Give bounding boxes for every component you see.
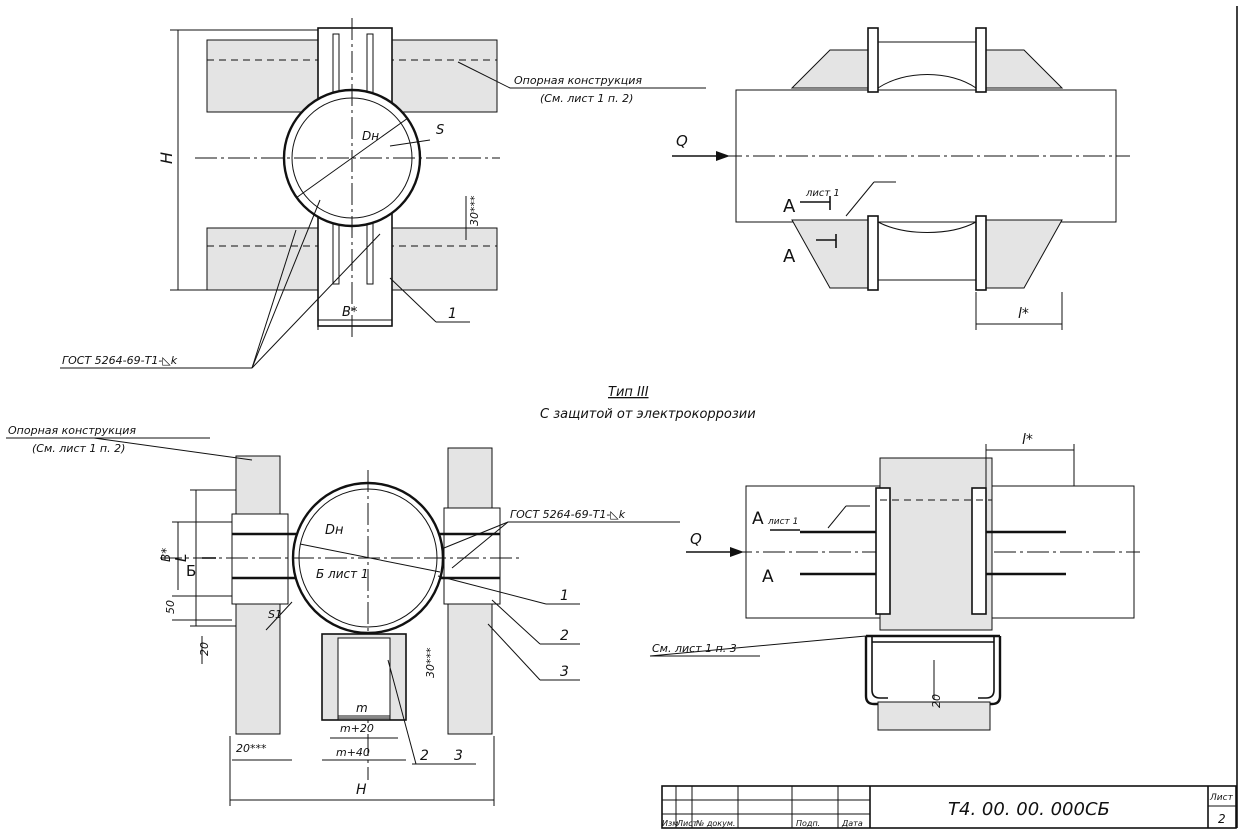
gost-label-bottom: ГОСТ 5264-69-Т1-◺k	[510, 508, 626, 521]
section-b-mark: Б	[186, 562, 196, 580]
label-50: 50	[164, 600, 177, 614]
callout-1-top: 1	[448, 306, 457, 322]
type-subtitle: С защитой от электрокоррозии	[540, 407, 756, 422]
section-b-sheet: Б лист 1	[316, 567, 369, 581]
top-right-view: Q A лист 1 A l*	[672, 27, 1130, 330]
sheet-label: Лист	[1209, 793, 1234, 803]
col-list: Лист	[676, 819, 698, 828]
title-block: Изм Лист № докум. Подп. Дата Т4. 00. 00.…	[661, 785, 1237, 829]
label-l-star-bottom: l*	[1022, 432, 1033, 448]
bottom-left-view: Dн Б лист 1 L B* Б 50 20 S1 30*** m	[6, 424, 680, 806]
support-ref-top: (См. лист 1 п. 2)	[540, 92, 633, 105]
gusset-ul	[790, 49, 869, 89]
label-m20: m+20	[340, 722, 374, 735]
label-s: S	[436, 123, 444, 138]
label-q-bottom: Q	[690, 530, 702, 548]
label-dn-top: Dн	[362, 129, 379, 143]
gusset-lr	[985, 219, 1063, 289]
label-20-stars: 20***	[236, 742, 267, 755]
col-izm: Изм	[662, 819, 678, 828]
support-ref-bottom: (См. лист 1 п. 2)	[32, 442, 125, 455]
label-m40: m+40	[336, 746, 370, 759]
label-20: 20	[198, 642, 211, 656]
support-label-top: Опорная конструкция	[514, 74, 642, 87]
callout-2-bottom-right: 2	[560, 628, 569, 644]
q-arrow-top	[716, 151, 730, 161]
label-s1: S1	[268, 608, 282, 621]
label-q-top: Q	[676, 132, 688, 150]
label-l-star-top: l*	[1018, 306, 1029, 322]
section-a-lower: A	[783, 246, 796, 267]
col-doc: № докум.	[695, 819, 735, 828]
section-a-bottom-upper: A	[752, 509, 764, 529]
label-h-bottom: H	[356, 782, 367, 798]
label-30-bottom: 30***	[424, 647, 437, 678]
callout-2-bottom: 2	[420, 748, 429, 764]
label-30-top: 30***	[468, 195, 481, 226]
sheet-number: 2	[1218, 812, 1226, 826]
callout-3-bottom-right: 3	[560, 664, 569, 680]
section-a-bottom-sheet: лист 1	[767, 517, 798, 527]
label-m: m	[356, 701, 368, 715]
gost-label-top: ГОСТ 5264-69-Т1-◺k	[62, 354, 178, 367]
label-b-star-top: B*	[342, 305, 358, 320]
type-title: Тип III	[608, 385, 649, 400]
gusset-ll	[791, 219, 869, 289]
section-a-sheet: лист 1	[805, 188, 840, 199]
label-h-top: H	[157, 152, 176, 164]
col-date: Дата	[841, 819, 863, 828]
see-sheet-label: См. лист 1 п. 3	[652, 642, 737, 655]
label-20-clamp: 20	[930, 694, 943, 708]
label-dn-bottom: Dн	[325, 523, 344, 538]
callout-3-bottom: 3	[454, 748, 463, 764]
section-a-upper: A	[783, 196, 796, 217]
callout-1-bottom: 1	[560, 588, 569, 604]
col-sign: Подп.	[796, 819, 820, 828]
gusset-ur	[985, 49, 1064, 89]
label-l: L	[172, 554, 190, 562]
top-left-view: Dн S H B* 30*** 1 Опорная конструкция (С…	[60, 18, 706, 369]
support-label-bottom: Опорная конструкция	[8, 424, 136, 437]
label-b-star-bottom: B*	[159, 548, 173, 562]
section-a-bottom-lower: A	[762, 567, 774, 587]
drawing-code: Т4. 00. 00. 000СБ	[948, 799, 1110, 820]
bottom-right-view: Q A лист 1 A l* 20 См. лист 1 п. 3	[649, 432, 1140, 731]
